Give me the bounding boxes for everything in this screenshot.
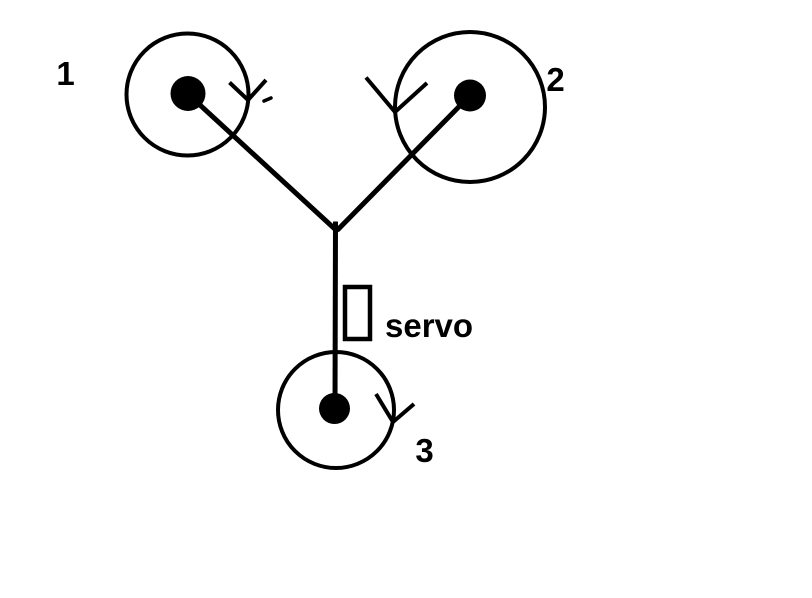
- arm-to-wheel-2: [335, 93, 472, 233]
- wheel-2-rotation-arrow-icon: [364, 76, 429, 115]
- wheel-3: 3: [276, 350, 434, 470]
- wheel-3-hub: [319, 393, 350, 424]
- wheel-1-label: 1: [56, 55, 74, 92]
- wheel-1-rotation-arrow-icon: [228, 78, 268, 103]
- wheel-2-rim: [393, 30, 547, 184]
- wheel-3-rotation-arrow-icon: [374, 392, 416, 426]
- wheel-2-hub: [454, 79, 486, 112]
- wheel-1-ink-speck: [262, 96, 273, 103]
- wheel-1: 1: [56, 31, 273, 158]
- wheel-2-label: 2: [546, 61, 564, 98]
- servo-label: servo: [385, 307, 473, 344]
- wheel-3-label: 3: [415, 432, 433, 469]
- servo-box: [342, 284, 373, 342]
- linkage-frame: [186, 92, 472, 409]
- wheel-1-rim: [124, 31, 251, 158]
- wheel-1-hub: [170, 76, 206, 111]
- wheel-2: 2: [364, 30, 565, 184]
- arm-to-wheel-1: [186, 92, 339, 233]
- servo: servo: [342, 284, 473, 344]
- arm-to-wheel-3: [332, 221, 338, 409]
- wheel-3-rim: [276, 350, 396, 470]
